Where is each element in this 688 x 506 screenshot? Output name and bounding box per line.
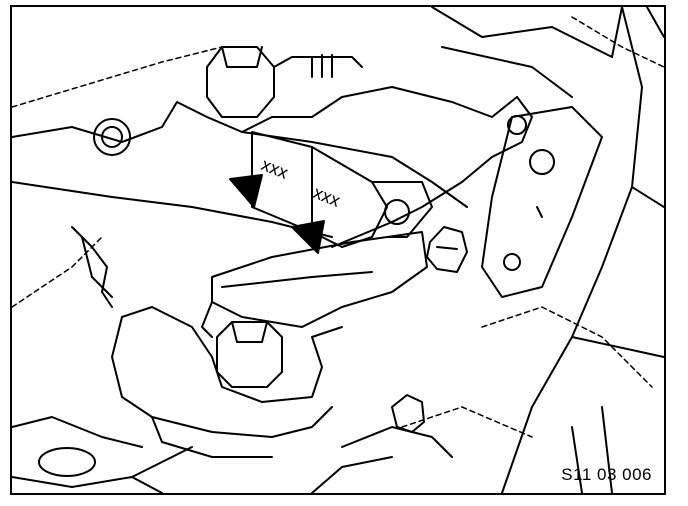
mount-block bbox=[251, 131, 433, 248]
diagram-frame: xxx xxx bbox=[10, 5, 666, 495]
support-arm bbox=[201, 231, 428, 338]
background-contours bbox=[12, 16, 664, 438]
side-bolt bbox=[426, 226, 468, 273]
frame-rail bbox=[12, 226, 193, 493]
part-mark-upper: xxx bbox=[259, 154, 292, 183]
arrow-marker-upper bbox=[229, 174, 263, 208]
engine-block-right bbox=[501, 7, 664, 493]
part-mark-lower: xxx bbox=[311, 182, 344, 211]
bottom-bolt bbox=[311, 394, 453, 493]
arrow-marker-lower bbox=[291, 220, 325, 254]
upper-casting bbox=[431, 7, 623, 98]
mount-plate bbox=[481, 106, 603, 298]
upper-bolt bbox=[206, 46, 363, 118]
figure-code: S11 03 006 bbox=[561, 465, 652, 484]
lower-bolt bbox=[216, 321, 283, 388]
technical-drawing: xxx xxx bbox=[12, 7, 664, 493]
